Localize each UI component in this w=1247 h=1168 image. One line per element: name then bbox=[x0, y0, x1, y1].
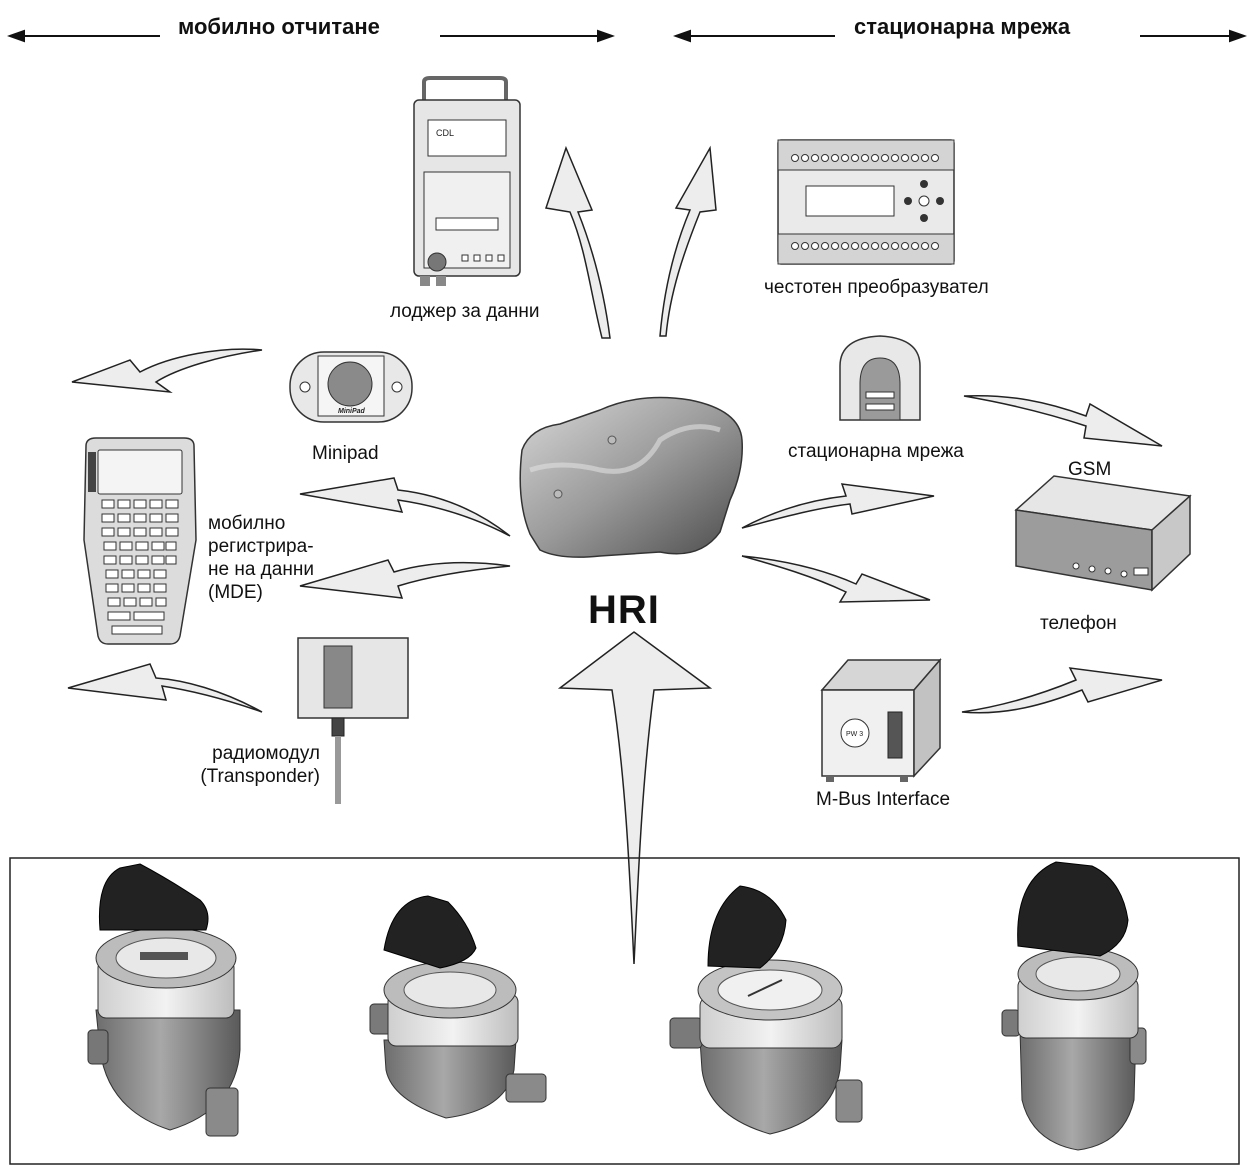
arrow-to-mde-top bbox=[71, 348, 263, 394]
arrow-stationary-to-gsm bbox=[963, 394, 1163, 447]
header-arrow-right bbox=[673, 29, 1247, 43]
water-meter-4 bbox=[1001, 861, 1147, 1151]
water-meter-2 bbox=[369, 895, 547, 1119]
stationary-network-device bbox=[839, 335, 921, 421]
arrow-meters-to-hri bbox=[557, 631, 713, 965]
arrow-transponder-to-mde bbox=[67, 663, 263, 713]
gsm-label: GSM bbox=[1068, 459, 1112, 480]
logger-label: лоджер за данни bbox=[390, 301, 540, 322]
header-stationary-network-title: стационарна мрежа bbox=[854, 14, 1071, 39]
mbus-interface-device: PW 3 bbox=[820, 657, 942, 782]
stationary-network-label: стационарна мрежа bbox=[788, 441, 964, 462]
hri-label: HRI bbox=[588, 588, 660, 632]
transponder-label-line-1: радиомодул bbox=[212, 743, 320, 764]
header-mobile-reading-title: мобилно отчитане bbox=[178, 14, 380, 39]
minipad-label: Minipad bbox=[312, 443, 379, 464]
minipad-device: MiniPad bbox=[289, 351, 413, 423]
water-meter-3 bbox=[669, 885, 863, 1135]
mde-handheld-device bbox=[83, 437, 197, 645]
converter-label: честотен преобразувател bbox=[764, 277, 989, 298]
mde-label-line-4: (MDE) bbox=[208, 582, 263, 603]
arrow-to-converter bbox=[659, 145, 717, 337]
mbus-badge: PW 3 bbox=[846, 731, 863, 738]
arrow-hri-to-mde bbox=[299, 559, 511, 599]
water-meter-1 bbox=[87, 863, 241, 1137]
frequency-converter-device bbox=[777, 139, 955, 265]
hri-module-device bbox=[519, 396, 743, 558]
mde-label: мобилно регистрира- не на данни (MDE) bbox=[208, 512, 314, 604]
arrow-hri-to-stationary bbox=[741, 483, 935, 529]
logger-screen-label: CDL bbox=[436, 128, 454, 138]
telephone-label: телефон bbox=[1040, 613, 1117, 634]
arrow-to-logger bbox=[545, 145, 611, 339]
transponder-label-line-2: (Transponder) bbox=[200, 766, 320, 787]
minipad-badge: MiniPad bbox=[338, 408, 366, 415]
header-arrow-left bbox=[7, 29, 615, 43]
arrow-mbus-to-phone bbox=[961, 667, 1163, 714]
mde-label-line-1: мобилно bbox=[208, 513, 286, 534]
arrow-hri-to-mbus bbox=[741, 555, 931, 603]
meters-frame bbox=[9, 857, 1240, 1165]
arrow-hri-to-minipad bbox=[299, 477, 511, 537]
mde-label-line-3: не на данни bbox=[208, 559, 314, 580]
telephone-modem-device bbox=[1014, 475, 1192, 592]
mbus-interface-label: M-Bus Interface bbox=[816, 789, 951, 810]
data-logger-device: CDL bbox=[413, 76, 521, 286]
mde-label-line-2: регистрира- bbox=[208, 536, 314, 557]
transponder-device bbox=[297, 637, 409, 804]
transponder-label: радиомодул (Transponder) bbox=[160, 742, 320, 788]
